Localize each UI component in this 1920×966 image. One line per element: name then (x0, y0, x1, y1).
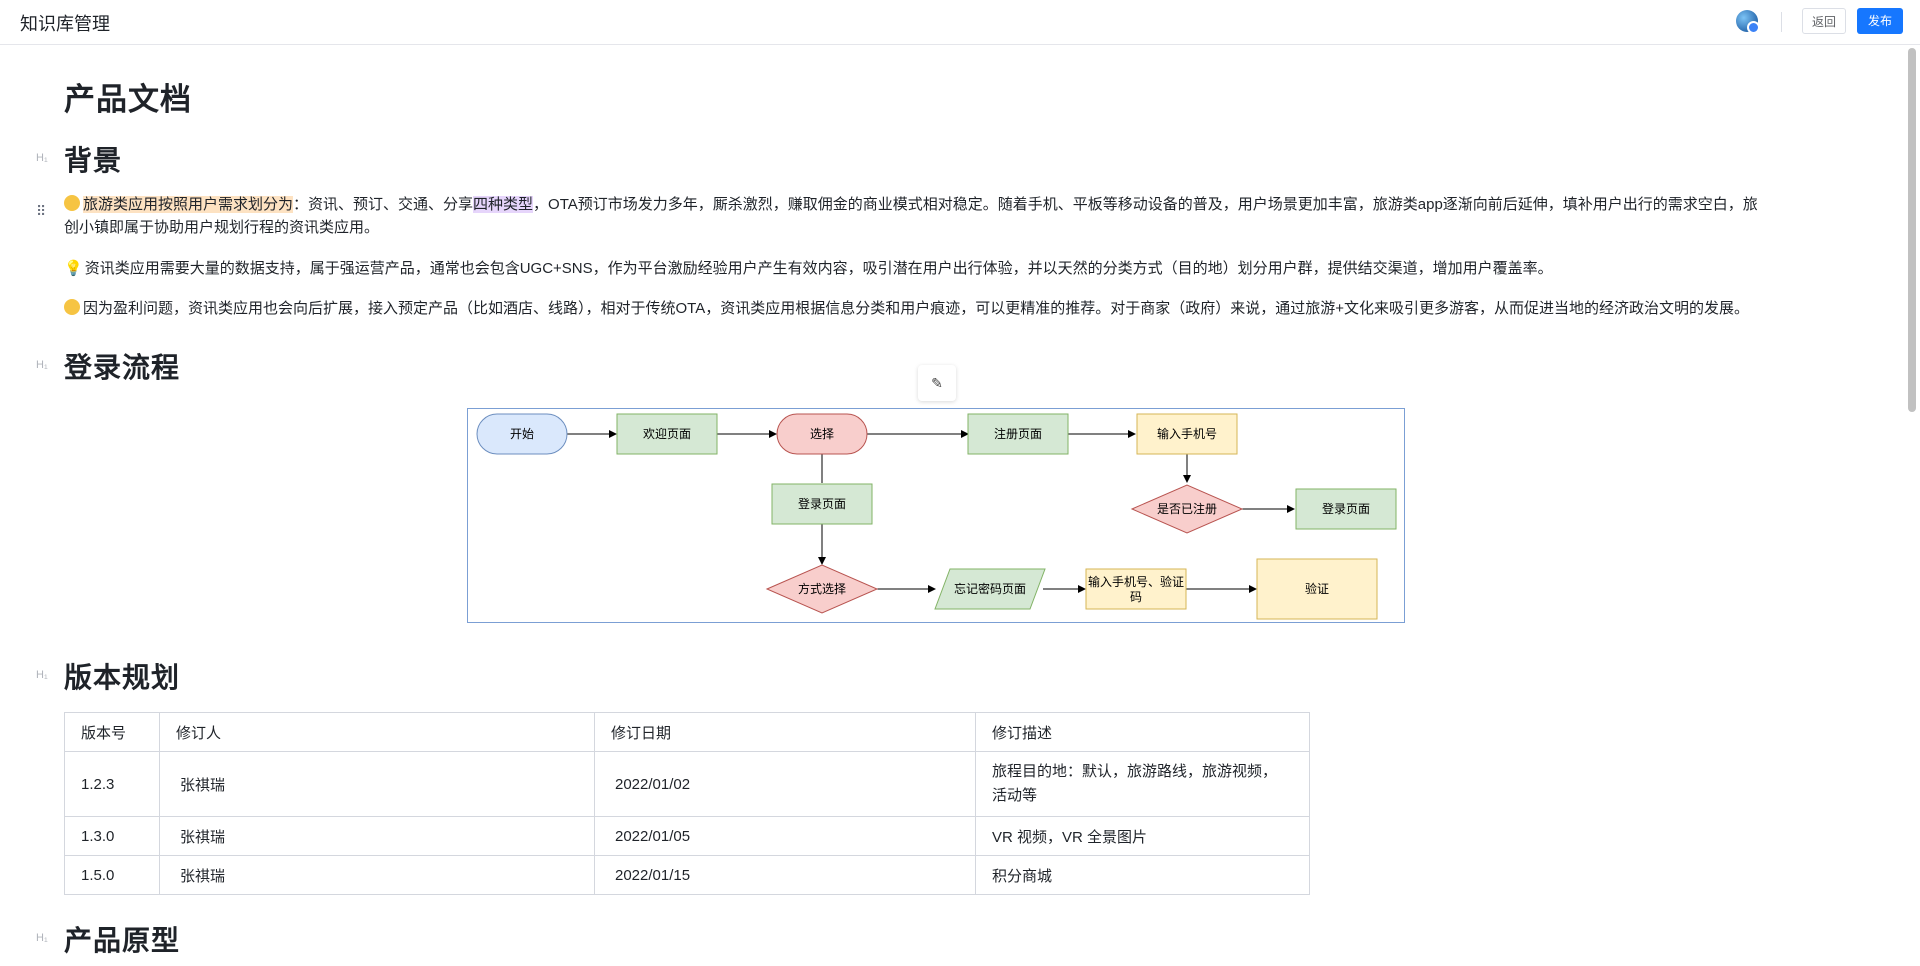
table-cell-author[interactable]: 张祺瑞 (159, 816, 595, 856)
section-heading-background: 背景 (64, 145, 123, 176)
table-cell-author[interactable]: 张祺瑞 (159, 751, 595, 817)
flow-node-is-registered (1130, 484, 1244, 534)
app-title: 知识库管理 (20, 14, 110, 34)
flow-node-login-page-2 (1295, 488, 1397, 530)
flow-node-start (476, 413, 568, 455)
table-row: 1.2.3 张祺瑞 2022/01/02 旅程目的地：默认，旅游路线，旅游视频，… (64, 751, 1310, 817)
paragraph-2: 💡资讯类应用需要大量的数据支持，属于强运营产品，通常也会包含UGC+SNS，作为… (64, 257, 1804, 280)
table-header-row: 版本号 修订人 修订日期 修订描述 (64, 712, 1310, 752)
flow-label-choose: 选择 (810, 427, 834, 441)
table-cell-version[interactable]: 1.5.0 (64, 855, 160, 895)
table-header-cell[interactable]: 修订日期 (594, 712, 976, 752)
status-dot (1747, 21, 1760, 34)
flow-label-login-page-2: 登录页面 (1322, 501, 1370, 516)
table-header-cell[interactable]: 版本号 (64, 712, 160, 752)
paragraph-1: 旅游类应用按照用户需求划分为：资讯、预订、交通、分享四种类型，OTA预订市场发力… (64, 193, 1804, 239)
flow-label-forgot: 忘记密码页面 (954, 581, 1026, 596)
flowchart-canvas: 开始 欢迎页面 选择 注册页面 输入手机号 登录页面 是否已注册 登录页面 方式… (476, 413, 1397, 620)
flow-label-phone-code-1: 输入手机号、验证 (1088, 574, 1184, 589)
flow-node-choose (776, 413, 868, 455)
flow-node-input-phone (1136, 413, 1238, 455)
table-cell-date[interactable]: 2022/01/02 (594, 751, 976, 817)
table-cell-date[interactable]: 2022/01/05 (594, 816, 976, 856)
table-header-cell[interactable]: 修订描述 (975, 712, 1310, 752)
flow-label-verify: 验证 (1305, 581, 1329, 596)
highlight-text: 旅游类应用按照用户需求划分为 (83, 196, 294, 213)
paragraph-text: ：资讯、预订、交通、分享 (293, 196, 474, 213)
table-cell-desc[interactable]: 旅程目的地：默认，旅游路线，旅游视频， 活动等 (975, 751, 1310, 817)
light-bulb-icon: 💡 (64, 260, 83, 277)
heading-marker-icon[interactable]: H₁ (36, 932, 48, 944)
paragraph-text: 创小镇即属于协助用户规划行程的资讯类应用。 (64, 219, 380, 236)
section-heading-login-flow: 登录流程 (64, 352, 181, 383)
paragraph-text: 因为盈利问题，资讯类应用也会向后扩展，接入预定产品（比如酒店、线路），相对于传统… (83, 300, 1749, 317)
flow-node-phone-code (1085, 568, 1187, 610)
thinking-emoji-icon (64, 195, 80, 211)
flow-label-register: 注册页面 (994, 426, 1042, 441)
flow-node-welcome (616, 413, 718, 455)
flow-node-method (765, 564, 879, 614)
back-button[interactable]: 返回 (1802, 8, 1846, 34)
version-table: 版本号 修订人 修订日期 修订描述 1.2.3 张祺瑞 2022/01/02 旅… (64, 712, 1310, 895)
flow-node-forgot (934, 568, 1046, 610)
heading-marker-icon[interactable]: H₁ (36, 152, 48, 164)
flow-node-verify (1256, 558, 1378, 620)
desc-line: 旅程目的地：默认，旅游路线，旅游视频， (992, 763, 1278, 780)
flow-node-login-page (771, 483, 873, 525)
drag-handle-icon[interactable]: ⠿ (36, 203, 47, 219)
table-cell-desc[interactable]: 积分商城 (975, 855, 1310, 895)
table-row: 1.3.0 张祺瑞 2022/01/05 VR 视频，VR 全景图片 (64, 816, 1310, 856)
table-cell-version[interactable]: 1.2.3 (64, 751, 160, 817)
table-header-cell[interactable]: 修订人 (159, 712, 595, 752)
page-title: 产品文档 (64, 82, 192, 117)
publish-button[interactable]: 发布 (1857, 8, 1903, 34)
paragraph-text: ，OTA预订市场发力多年，厮杀激烈，赚取佣金的商业模式相对稳定。随着手机、平板等… (533, 196, 1758, 213)
flow-label-method: 方式选择 (798, 581, 846, 596)
section-heading-version-plan: 版本规划 (64, 662, 181, 693)
flowchart[interactable]: 开始 欢迎页面 选择 注册页面 输入手机号 登录页面 是否已注册 登录页面 方式… (467, 408, 1405, 623)
thinking-emoji-icon (64, 299, 80, 315)
table-row: 1.5.0 张祺瑞 2022/01/15 积分商城 (64, 855, 1310, 895)
flow-label-start: 开始 (510, 427, 534, 441)
user-avatar-icon[interactable] (1736, 10, 1760, 34)
flow-label-is-registered: 是否已注册 (1157, 501, 1217, 516)
highlight-text: 四种类型 (473, 196, 534, 213)
desc-line: 活动等 (992, 787, 1038, 804)
divider (1781, 12, 1782, 32)
heading-marker-icon[interactable]: H₁ (36, 669, 48, 681)
table-cell-desc[interactable]: VR 视频，VR 全景图片 (975, 816, 1310, 856)
scrollbar[interactable] (1908, 48, 1916, 412)
table-cell-author[interactable]: 张祺瑞 (159, 855, 595, 895)
paragraph-3: 因为盈利问题，资讯类应用也会向后扩展，接入预定产品（比如酒店、线路），相对于传统… (64, 297, 1804, 320)
paragraph-text: 资讯类应用需要大量的数据支持，属于强运营产品，通常也会包含UGC+SNS，作为平… (84, 260, 1553, 277)
top-bar: 知识库管理 返回 发布 (0, 0, 1920, 45)
table-cell-date[interactable]: 2022/01/15 (594, 855, 976, 895)
section-heading-prototype: 产品原型 (64, 925, 181, 956)
flow-label-login-page: 登录页面 (798, 496, 846, 511)
flow-label-welcome: 欢迎页面 (643, 426, 691, 441)
flow-label-phone-code-2: 码 (1130, 590, 1142, 604)
pencil-icon[interactable]: ✎ (918, 365, 956, 401)
flow-label-input-phone: 输入手机号 (1157, 426, 1217, 441)
flow-node-register (967, 413, 1069, 455)
table-cell-version[interactable]: 1.3.0 (64, 816, 160, 856)
heading-marker-icon[interactable]: H₁ (36, 359, 48, 371)
